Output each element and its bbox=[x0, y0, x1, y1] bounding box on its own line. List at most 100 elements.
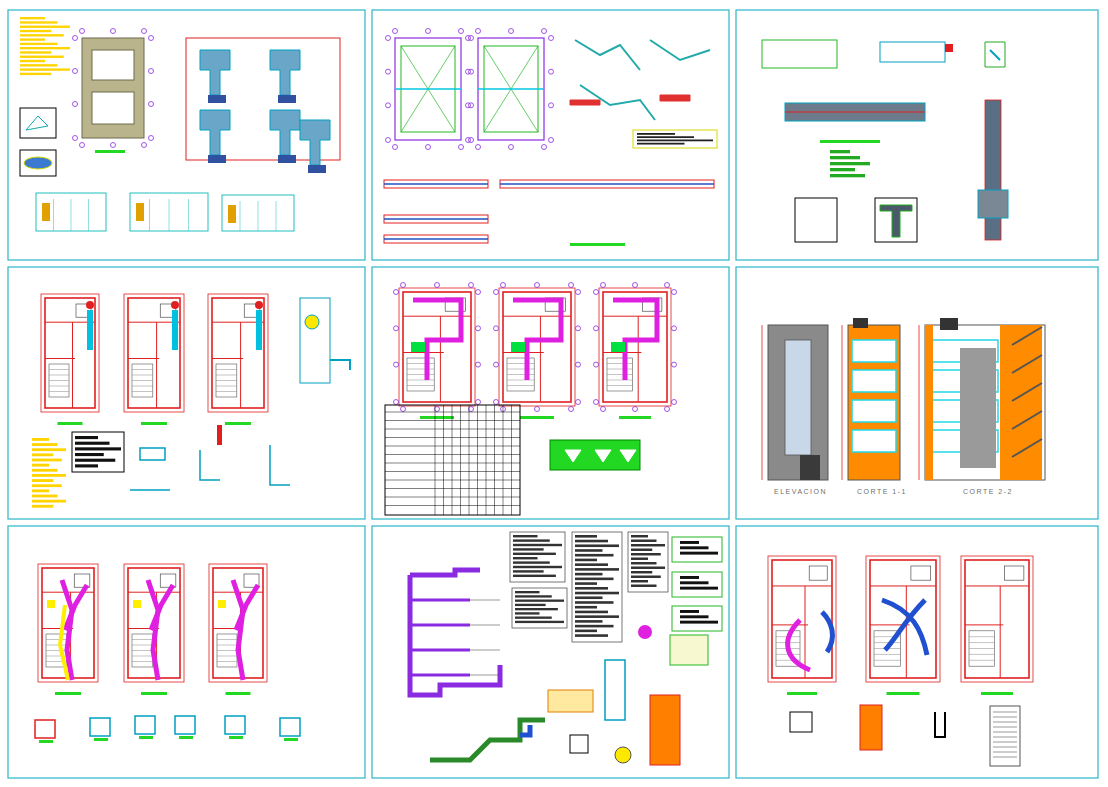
cad-line bbox=[511, 405, 512, 515]
rebar bbox=[990, 50, 1000, 60]
framing-plan bbox=[395, 38, 461, 140]
note-text-bar bbox=[513, 575, 556, 577]
wall-cut bbox=[925, 325, 933, 480]
stair-step bbox=[49, 386, 69, 387]
spec-table bbox=[512, 588, 567, 628]
note-text-bar bbox=[515, 612, 540, 614]
leader-line bbox=[470, 625, 500, 626]
axis-bubble bbox=[594, 362, 599, 367]
cad-line bbox=[72, 322, 73, 408]
axis-bubble bbox=[549, 103, 554, 108]
entrance bbox=[800, 455, 820, 480]
note-text-bar bbox=[513, 544, 562, 546]
footing-base bbox=[278, 155, 296, 163]
stair-flight bbox=[1012, 439, 1042, 457]
cad-line bbox=[169, 199, 170, 231]
title-bar bbox=[226, 692, 251, 695]
stair-step bbox=[49, 380, 69, 381]
breaker-line bbox=[993, 732, 1017, 733]
note-box bbox=[670, 635, 708, 665]
axis-bubble bbox=[594, 290, 599, 295]
title-bar bbox=[787, 692, 817, 695]
fitting-detail bbox=[35, 720, 55, 738]
note-text-bar bbox=[20, 68, 70, 70]
pipe-run bbox=[65, 585, 87, 630]
room-outline bbox=[911, 566, 931, 580]
view-title: CORTE 1-1 bbox=[856, 488, 908, 495]
note-text-bar bbox=[575, 540, 608, 543]
stair-step bbox=[607, 369, 633, 370]
axis-bubble bbox=[401, 407, 406, 412]
stair-outline bbox=[216, 364, 237, 397]
view-title: CORTE 2-2 bbox=[962, 488, 1014, 495]
note-text-bar bbox=[32, 489, 49, 492]
dimension-frame bbox=[41, 294, 99, 412]
wall-detail bbox=[650, 695, 680, 765]
stair-step bbox=[49, 375, 69, 376]
conduit-run bbox=[413, 300, 461, 380]
cad-line bbox=[503, 352, 544, 353]
note-text-bar bbox=[575, 625, 614, 628]
cad-line bbox=[385, 488, 520, 489]
view-title: ELEVACION bbox=[773, 488, 828, 495]
axis-bubble bbox=[494, 400, 499, 405]
stair-step bbox=[132, 656, 153, 657]
breaker-line bbox=[993, 727, 1017, 728]
axis-bubble bbox=[594, 400, 599, 405]
conduit-run bbox=[613, 300, 657, 380]
fixture-mark bbox=[615, 747, 631, 763]
note-text-bar bbox=[20, 43, 58, 45]
note-text-bar bbox=[575, 592, 619, 595]
stair-step bbox=[132, 391, 153, 392]
circuit-run bbox=[788, 620, 810, 670]
note-text-bar bbox=[575, 630, 597, 633]
stair-step bbox=[407, 369, 434, 370]
axis-bubble bbox=[393, 145, 398, 150]
footing-detail bbox=[270, 110, 300, 155]
conduit-run bbox=[513, 300, 561, 380]
title-bar bbox=[229, 736, 243, 739]
stair-step bbox=[507, 385, 534, 386]
stair-step bbox=[874, 660, 900, 661]
footing-detail bbox=[270, 50, 300, 95]
title-bar bbox=[981, 692, 1013, 695]
pipe-branch bbox=[410, 624, 470, 627]
axis-bubble bbox=[401, 283, 406, 288]
axis-bubble bbox=[142, 143, 147, 148]
fixture-mark bbox=[411, 342, 425, 352]
title-bar bbox=[94, 738, 108, 741]
axis-bubble bbox=[73, 136, 78, 141]
axis-bubble bbox=[111, 29, 116, 34]
cad-line bbox=[1000, 586, 1001, 678]
note-text-bar bbox=[20, 60, 45, 62]
axis-bubble bbox=[494, 326, 499, 331]
stair-step bbox=[46, 645, 67, 646]
cad-line bbox=[906, 586, 907, 678]
schedule-table bbox=[222, 195, 294, 231]
plan-outline bbox=[503, 292, 571, 402]
note-text-bar bbox=[575, 554, 614, 557]
stair-step bbox=[507, 380, 534, 381]
stair-outline bbox=[607, 358, 633, 391]
schedule-table bbox=[130, 193, 208, 231]
stair-step bbox=[407, 380, 434, 381]
note-text-bar bbox=[631, 585, 657, 587]
marker bbox=[945, 44, 953, 52]
note-text-bar bbox=[637, 140, 713, 142]
note-text-bar bbox=[513, 535, 538, 537]
note-text-bar bbox=[631, 580, 648, 582]
note-text-bar bbox=[631, 567, 665, 569]
breaker-line bbox=[993, 752, 1017, 753]
axis-bubble bbox=[435, 283, 440, 288]
title-bar bbox=[179, 736, 193, 739]
note-text-bar bbox=[680, 552, 718, 555]
fixture-mark bbox=[611, 342, 625, 352]
fitting-detail bbox=[90, 718, 110, 736]
note-text-bar bbox=[680, 621, 718, 624]
cad-line bbox=[385, 497, 520, 498]
stair-step bbox=[132, 639, 153, 640]
fixture-mark bbox=[86, 301, 94, 309]
cad-line bbox=[460, 405, 461, 515]
note-text-bar bbox=[830, 174, 865, 177]
stair-step bbox=[132, 386, 153, 387]
